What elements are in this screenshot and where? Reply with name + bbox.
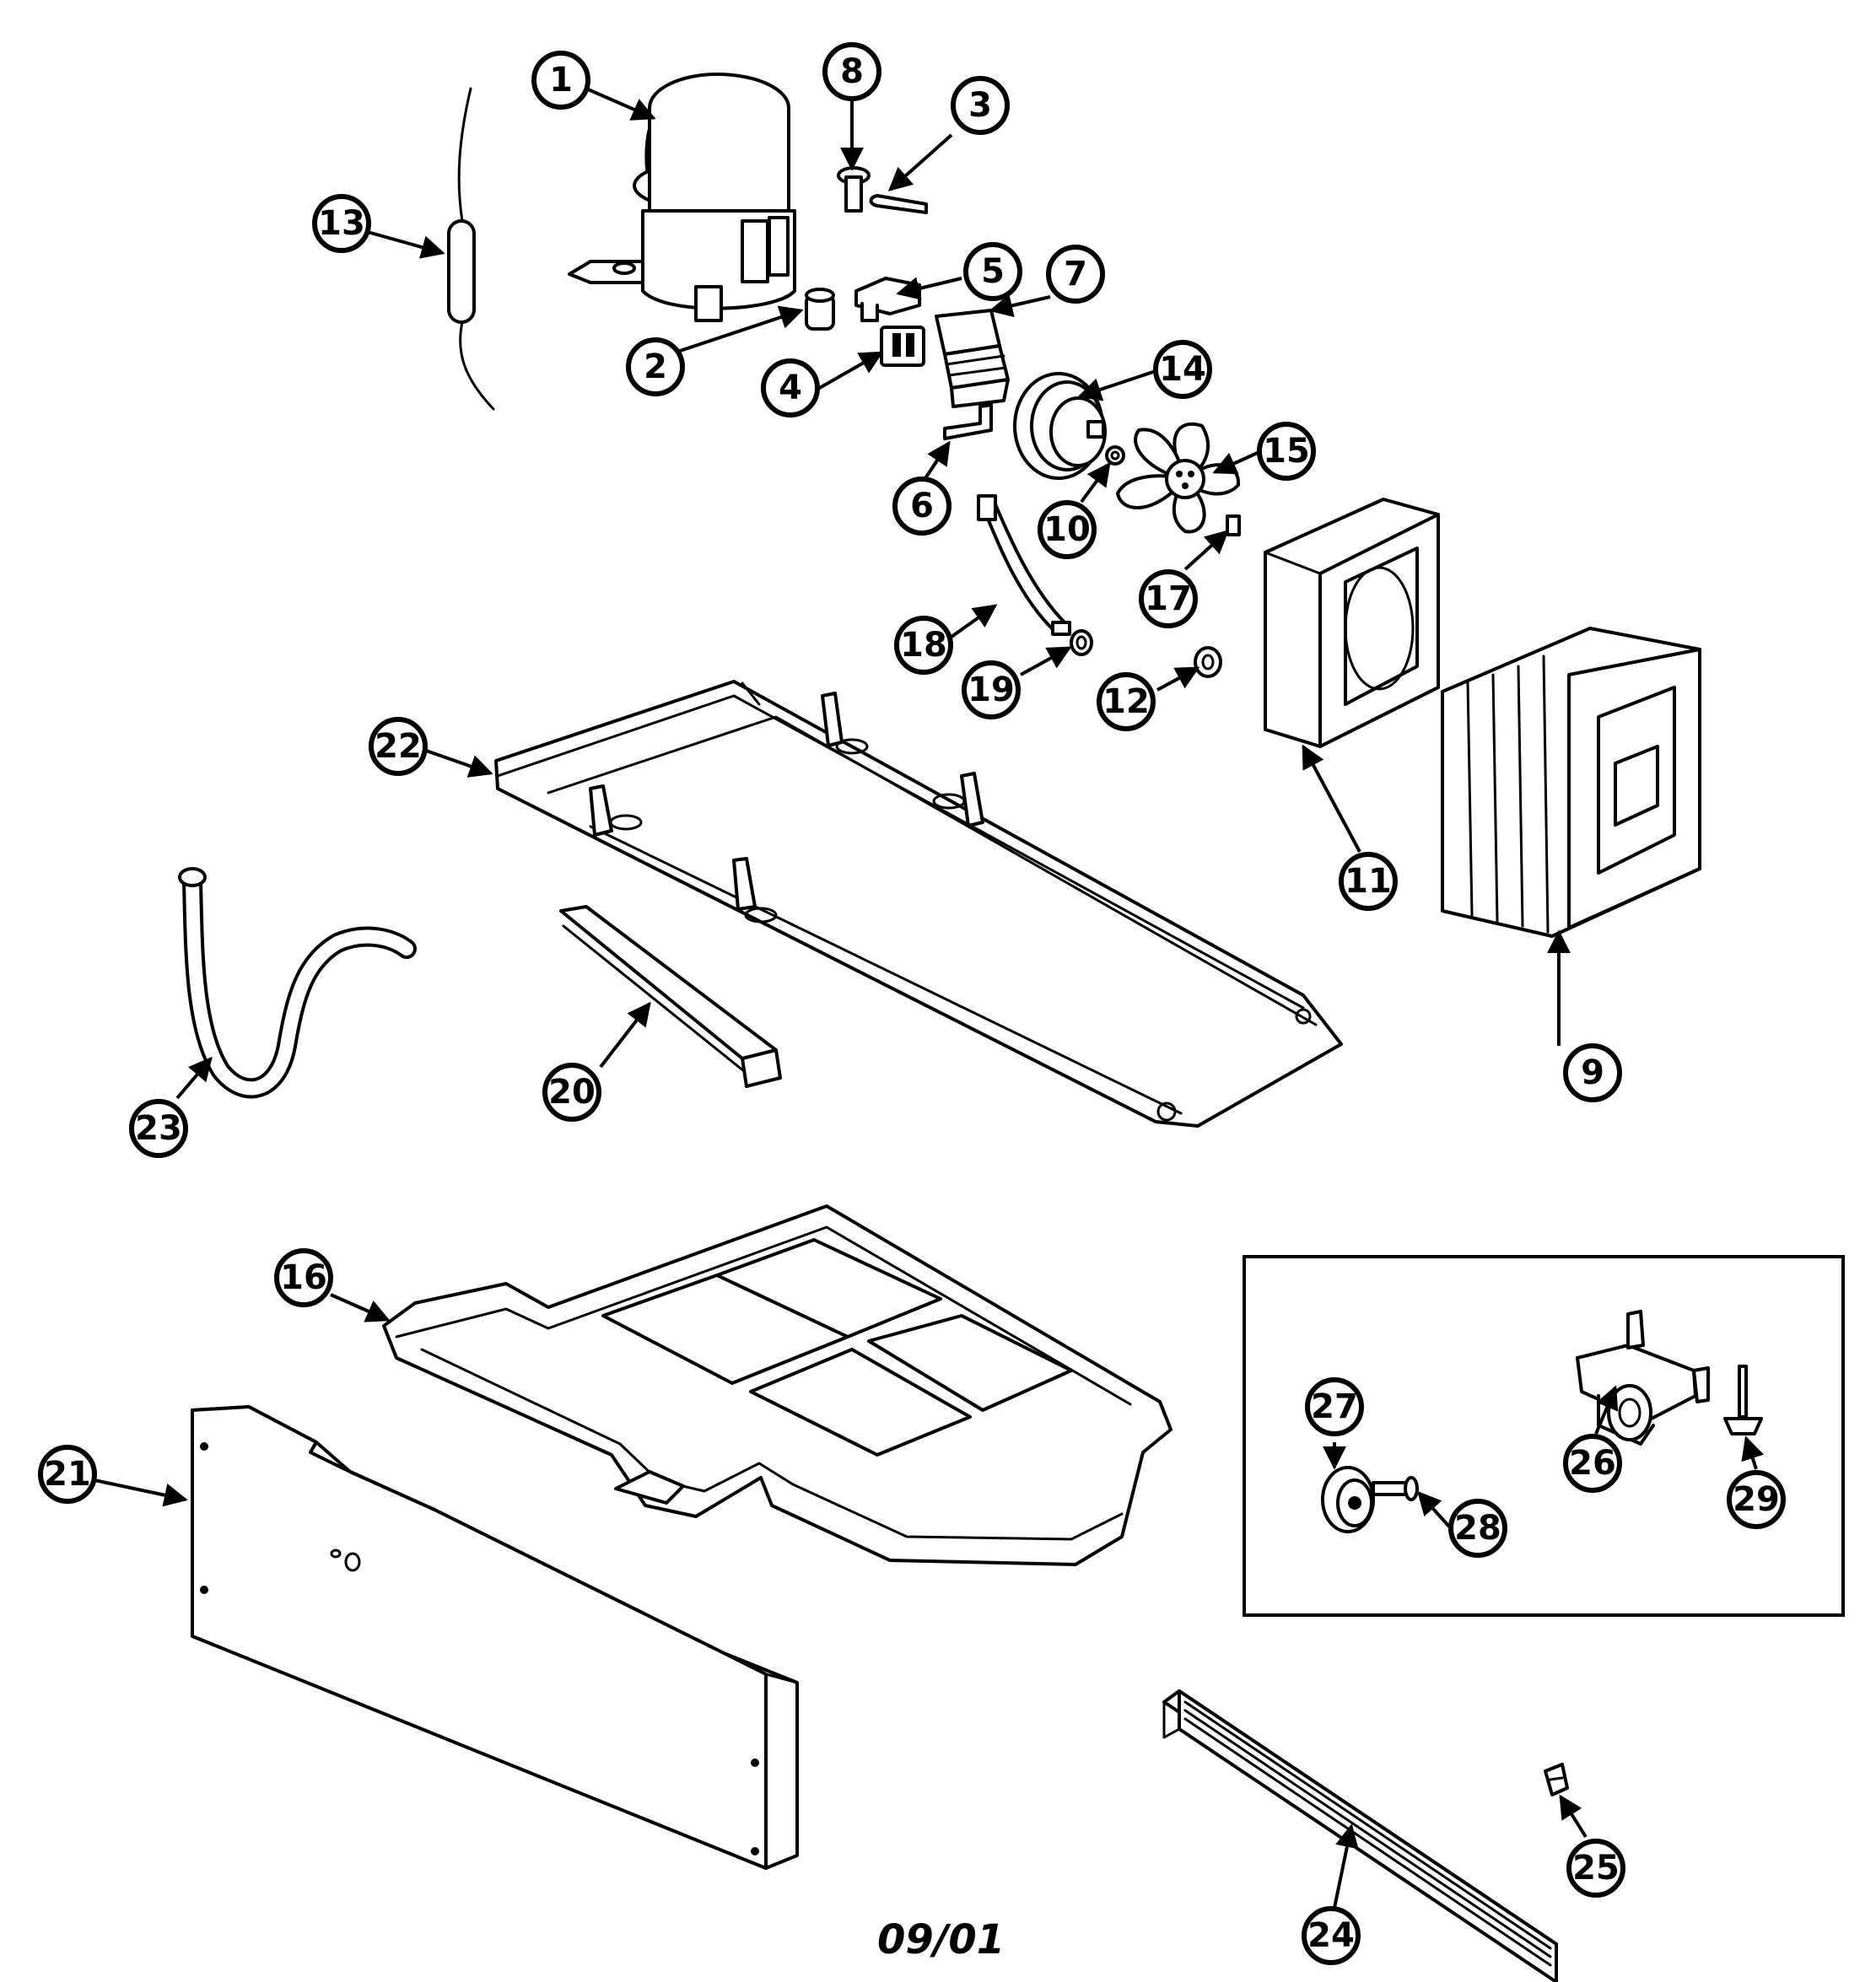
callout-8: 8 — [822, 42, 881, 101]
svg-text:4: 4 — [779, 369, 802, 407]
callout-12: 12 — [1097, 672, 1156, 731]
callout-10: 10 — [1038, 500, 1097, 559]
callout-3: 3 — [951, 76, 1010, 135]
svg-text:18: 18 — [900, 626, 947, 665]
fan-shroud-part — [1264, 498, 1440, 748]
grommet-part — [805, 288, 835, 331]
svg-text:27: 27 — [1311, 1387, 1358, 1426]
svg-text:6: 6 — [910, 487, 934, 525]
svg-text:17: 17 — [1145, 579, 1192, 618]
roller-part — [1321, 1466, 1375, 1533]
fan-blade-part — [1116, 422, 1241, 534]
svg-text:11: 11 — [1345, 862, 1392, 901]
callout-19: 19 — [962, 660, 1021, 719]
svg-text:15: 15 — [1263, 432, 1310, 471]
callout-23: 23 — [129, 1099, 188, 1158]
overload-part — [854, 277, 921, 322]
callout-20: 20 — [542, 1063, 601, 1122]
callout-28: 28 — [1448, 1499, 1507, 1558]
svg-text:13: 13 — [318, 204, 365, 243]
start-relay-part — [935, 309, 1010, 408]
roller-screw-part — [1372, 1476, 1419, 1501]
callout-22: 22 — [369, 717, 428, 776]
callout-16: 16 — [274, 1248, 333, 1307]
svg-text:12: 12 — [1102, 682, 1150, 721]
svg-text:21: 21 — [44, 1455, 91, 1494]
roller-bracket-part — [1576, 1310, 1710, 1446]
svg-text:10: 10 — [1043, 510, 1091, 549]
leveling-leg-part — [1723, 1365, 1763, 1435]
front-panel-part — [191, 1405, 799, 1870]
motor-bracket-part — [977, 494, 1071, 636]
toe-grille-part — [1162, 1689, 1558, 1982]
callout-4: 4 — [761, 358, 820, 417]
callout-6: 6 — [892, 477, 951, 536]
svg-text:9: 9 — [1581, 1053, 1604, 1092]
fan-motor-part — [1013, 372, 1107, 480]
drain-channel-part — [559, 905, 782, 1088]
svg-text:23: 23 — [135, 1109, 182, 1148]
nut-part — [1105, 445, 1125, 466]
callout-15: 15 — [1257, 422, 1316, 481]
svg-text:8: 8 — [840, 52, 864, 91]
callout-1: 1 — [531, 51, 590, 110]
callout-5: 5 — [963, 242, 1022, 301]
callout-27: 27 — [1305, 1377, 1364, 1436]
svg-text:25: 25 — [1572, 1849, 1620, 1888]
leader-lines — [94, 78, 1765, 1909]
svg-text:14: 14 — [1159, 350, 1206, 389]
callout-24: 24 — [1302, 1906, 1361, 1965]
svg-text:28: 28 — [1454, 1509, 1501, 1548]
svg-text:2: 2 — [644, 347, 667, 386]
fan-grommet-part — [1194, 646, 1222, 678]
compressor-part — [568, 73, 796, 322]
clamp-part — [943, 403, 993, 440]
callout-21: 21 — [38, 1445, 97, 1504]
callout-17: 17 — [1139, 569, 1198, 628]
svg-text:24: 24 — [1307, 1916, 1355, 1955]
callout-26: 26 — [1563, 1434, 1622, 1493]
svg-text:20: 20 — [548, 1073, 596, 1112]
callout-29: 29 — [1727, 1470, 1786, 1529]
callout-25: 25 — [1566, 1839, 1625, 1898]
fan-clip-part — [1226, 514, 1241, 536]
svg-text:19: 19 — [968, 671, 1015, 709]
svg-text:29: 29 — [1733, 1480, 1780, 1519]
drain-pan-part — [382, 1204, 1172, 1566]
svg-text:16: 16 — [280, 1258, 327, 1297]
grille-clip-part — [1544, 1763, 1569, 1796]
callout-18: 18 — [894, 616, 953, 675]
callout-2: 2 — [626, 337, 685, 396]
callout-14: 14 — [1153, 340, 1212, 399]
drier-filter-part — [447, 87, 495, 411]
drain-hose-part — [178, 867, 417, 1099]
svg-text:26: 26 — [1569, 1444, 1616, 1483]
date-code: 09/01 — [877, 1916, 1005, 1963]
bolt-part — [837, 166, 871, 213]
svg-text:1: 1 — [549, 61, 573, 100]
svg-text:3: 3 — [968, 86, 992, 125]
callout-7: 7 — [1046, 245, 1105, 304]
clip-part — [869, 194, 928, 214]
bracket-grommet-part — [1070, 629, 1093, 656]
leveling-parts-inset — [1243, 1255, 1845, 1617]
callout-9: 9 — [1563, 1043, 1622, 1102]
svg-text:5: 5 — [981, 252, 1005, 291]
svg-text:7: 7 — [1064, 255, 1087, 294]
svg-text:22: 22 — [375, 727, 422, 766]
callout-11: 11 — [1339, 852, 1398, 911]
base-channel-part — [494, 680, 1343, 1128]
condenser-part — [1441, 627, 1701, 938]
relay-part — [880, 326, 925, 367]
callout-13: 13 — [312, 194, 371, 253]
